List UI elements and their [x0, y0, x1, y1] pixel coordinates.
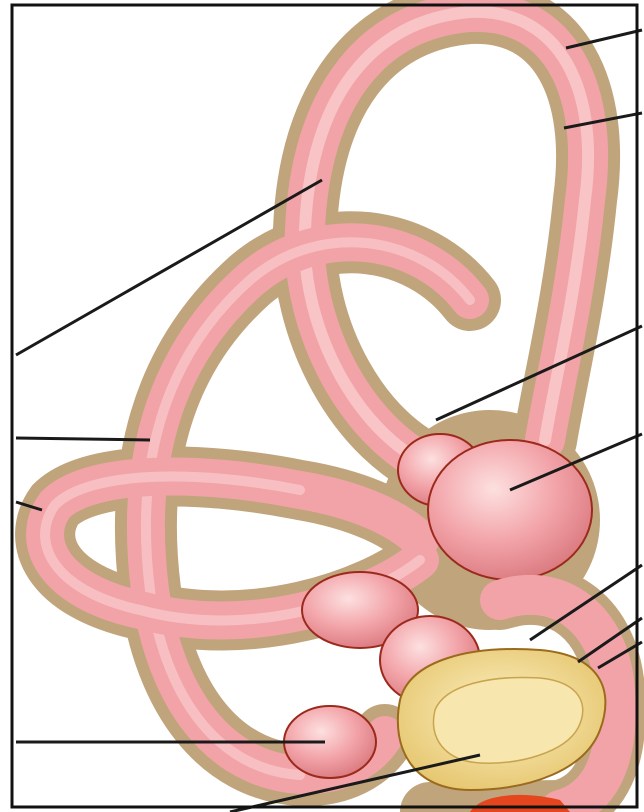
- leader-line-5: [16, 438, 150, 440]
- utricle: [428, 440, 592, 580]
